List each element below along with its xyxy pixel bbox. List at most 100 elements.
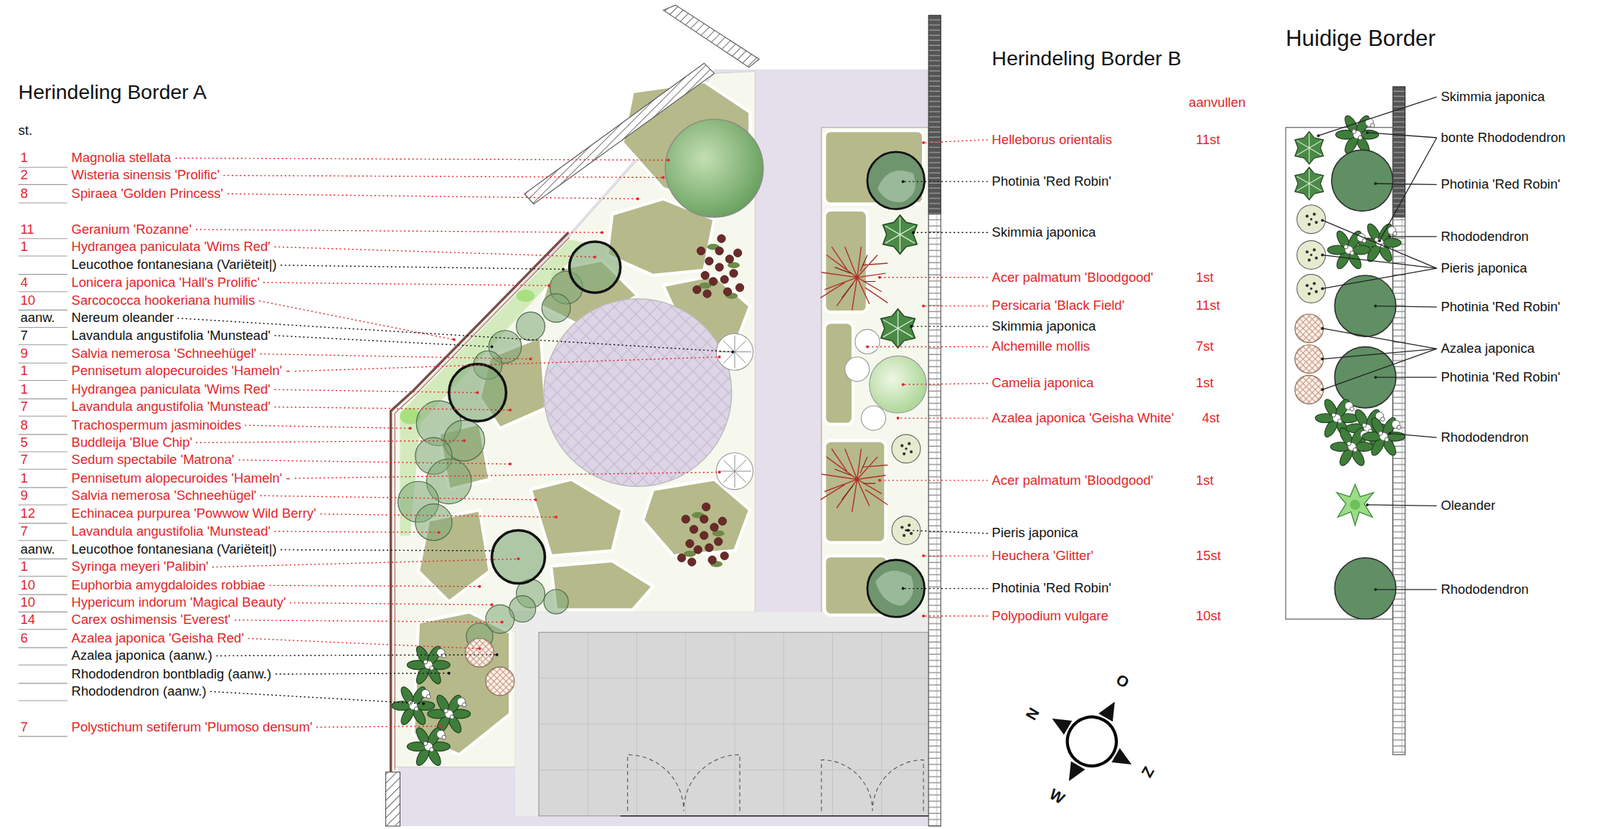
plants-border-b (891, 434, 921, 464)
leader-line (248, 638, 480, 649)
ground (627, 754, 924, 811)
leader-line (898, 417, 988, 419)
leader-tip (421, 702, 425, 706)
leader-line (879, 276, 988, 278)
plant-label: Alchemille mollis (991, 338, 1090, 355)
table-rule (18, 665, 68, 666)
plant-label: Lavandula angustifolia 'Munstead' (71, 523, 271, 540)
compass-letter: Z (1137, 764, 1159, 782)
quantity-label: 11st (1196, 132, 1221, 148)
ground (620, 815, 931, 818)
leader-line (274, 531, 440, 533)
walls (386, 5, 1406, 827)
plant-label: Oleander (1440, 497, 1496, 514)
leader-tip (447, 672, 451, 676)
quantity-label: 1 (20, 559, 28, 576)
quantity-label: 7 (20, 719, 28, 736)
leader-line (1375, 377, 1437, 379)
leader-line (903, 383, 988, 385)
leader-line (316, 726, 442, 728)
quantity-label: 11st (1196, 298, 1221, 315)
plants-current-border (1336, 485, 1374, 526)
leader-line (280, 550, 493, 552)
plant-label: Rhododendron (1440, 228, 1529, 245)
plants-border-b (845, 357, 870, 382)
plants-border-b (891, 516, 921, 546)
plant-label: Azalea japonica 'Geisha White' (991, 410, 1174, 427)
plants-current-border (1295, 167, 1324, 201)
leader-tip (1320, 218, 1324, 222)
leader-line (260, 353, 531, 359)
plants-border-b (867, 152, 925, 210)
leader-tip (1320, 358, 1324, 361)
plant-label: Salvia nemerosa 'Schneehügel' (71, 345, 257, 362)
plants-border-a (391, 119, 764, 768)
leader-line (289, 603, 493, 606)
leader-tip (878, 276, 882, 280)
ground (515, 612, 929, 816)
quantity-label: 10 (20, 577, 36, 594)
leader-line (923, 615, 988, 617)
plant-label: Rhododendron (1440, 429, 1529, 446)
plant-label: Azalea japonica (1440, 340, 1535, 357)
plants-border-a (415, 504, 453, 541)
leader-tip (600, 231, 604, 234)
plants-current-border (1330, 426, 1374, 468)
leader-tip (439, 725, 442, 729)
leader-tip (452, 338, 456, 342)
plant-label: Skimmia japonica (991, 318, 1096, 335)
plants-border-a (716, 452, 753, 490)
plant-label: Syringa meyeri 'Palibin' (71, 559, 209, 576)
table-rule (18, 647, 68, 649)
plants-current-border (1295, 314, 1324, 343)
leader-tip (1320, 253, 1324, 257)
plants-current-border (1297, 274, 1326, 304)
quantity-label: aanvullen (1188, 95, 1246, 112)
quantity-label: 7st (1196, 338, 1214, 355)
table-rule (18, 576, 68, 577)
leader-tip (718, 355, 722, 359)
leader-tip (906, 529, 910, 533)
plant-label: Wisteria sinensis 'Prolific' (71, 167, 220, 184)
leader-line (274, 406, 511, 410)
planting-patch (824, 210, 868, 313)
plant-label: Lavandula angustifolia 'Munstead' (71, 398, 271, 415)
leader-tip (661, 175, 665, 179)
ground (394, 69, 931, 827)
leader-line (234, 620, 503, 623)
plants-current-border (1295, 131, 1324, 165)
table-rule (18, 202, 68, 204)
leader-tip (1366, 503, 1369, 507)
ground (398, 69, 930, 827)
leader-line (175, 157, 669, 160)
plants-current-border (1297, 241, 1326, 270)
plant-label: Pennisetum alopecuroides 'Hameln' - (71, 470, 291, 487)
plants-border-b (855, 329, 880, 354)
leader-line (263, 282, 549, 286)
leader-line (923, 139, 988, 143)
plants-border-b (860, 406, 886, 431)
leader-tip (490, 345, 494, 349)
leader-tip (495, 653, 499, 657)
plant-label: Polystichum setiferum 'Plumoso densum' (71, 719, 313, 736)
leader-tip (1366, 131, 1369, 135)
leader-line (867, 346, 988, 348)
leader-tip (667, 158, 671, 162)
leader-line (908, 530, 988, 534)
plants-border-b (820, 152, 927, 618)
plants-border-b (820, 449, 888, 513)
plant-label: Hydrangea paniculata 'Wims Red' (71, 238, 271, 255)
table-rule (18, 291, 68, 293)
plant-label: Spiraea 'Golden Princess' (71, 185, 224, 202)
plants-border-a (716, 333, 753, 371)
plant-label: Skimmia japonica (991, 224, 1096, 241)
plant-label: Photinia 'Red Robin' (991, 173, 1111, 190)
leader-line (1322, 348, 1437, 359)
leader-line (320, 514, 557, 518)
plant-label: Trachospermum jasminoides (71, 417, 242, 434)
leader-line (294, 357, 720, 372)
plant-label: Rhododendron (aanw.) (71, 683, 207, 700)
plant-label: Hydrangea paniculata 'Wims Red' (71, 381, 271, 398)
